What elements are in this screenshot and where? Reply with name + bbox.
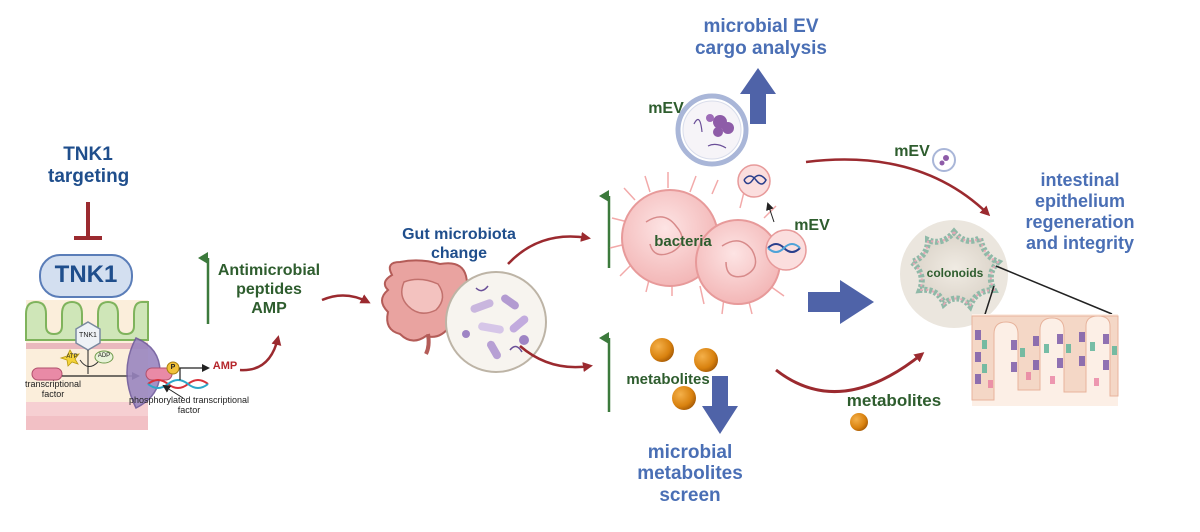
tnk1-box bbox=[39, 254, 133, 298]
inhibition-symbol bbox=[74, 202, 102, 240]
mev-small bbox=[737, 164, 771, 198]
mev-tiny bbox=[932, 148, 956, 172]
to-bacteria-arrow bbox=[507, 231, 591, 265]
mev-release-arrow bbox=[766, 202, 775, 223]
metabolites-right-label: metabolites bbox=[846, 391, 942, 410]
cargo-up-arrow-shape bbox=[740, 68, 776, 124]
zoom-line-1 bbox=[995, 265, 1113, 315]
amp-arrow bbox=[239, 335, 282, 372]
microbiota-zoom bbox=[445, 271, 547, 373]
combined-blue-arrow bbox=[808, 280, 874, 324]
cell-schematic bbox=[25, 300, 210, 430]
to-gut-arrow bbox=[321, 294, 371, 304]
bacteria-label: bacteria bbox=[654, 233, 712, 250]
amp-small-label: AMP bbox=[212, 360, 238, 372]
colonoid bbox=[900, 220, 1008, 328]
mev-to-colonoid-arrow bbox=[805, 158, 991, 217]
metabolites-to-colonoid-arrow bbox=[775, 352, 925, 394]
bacteria-cluster bbox=[609, 172, 799, 315]
adp-label: ADP bbox=[97, 353, 111, 359]
colonoids-label: colonoids bbox=[926, 266, 984, 280]
crypt-tissue bbox=[971, 314, 1119, 406]
cell-tnk1-label: TNK1 bbox=[79, 332, 97, 339]
p-label: P bbox=[170, 364, 176, 371]
mev-large bbox=[675, 93, 749, 167]
screen-down-arrow bbox=[702, 376, 738, 434]
atp-label: ATP bbox=[66, 354, 78, 360]
mev-top-label: mEV bbox=[648, 100, 684, 117]
metabolite-balls bbox=[650, 338, 868, 431]
mev-bud bbox=[765, 229, 807, 271]
metabolites-center-label: metabolites bbox=[626, 371, 710, 388]
tnk1-box-label: TNK1 bbox=[54, 261, 118, 288]
to-metabolites-arrow bbox=[519, 345, 593, 372]
mev-bacteria-label: mEV bbox=[794, 217, 830, 234]
mev-right-label: mEV bbox=[894, 143, 930, 160]
